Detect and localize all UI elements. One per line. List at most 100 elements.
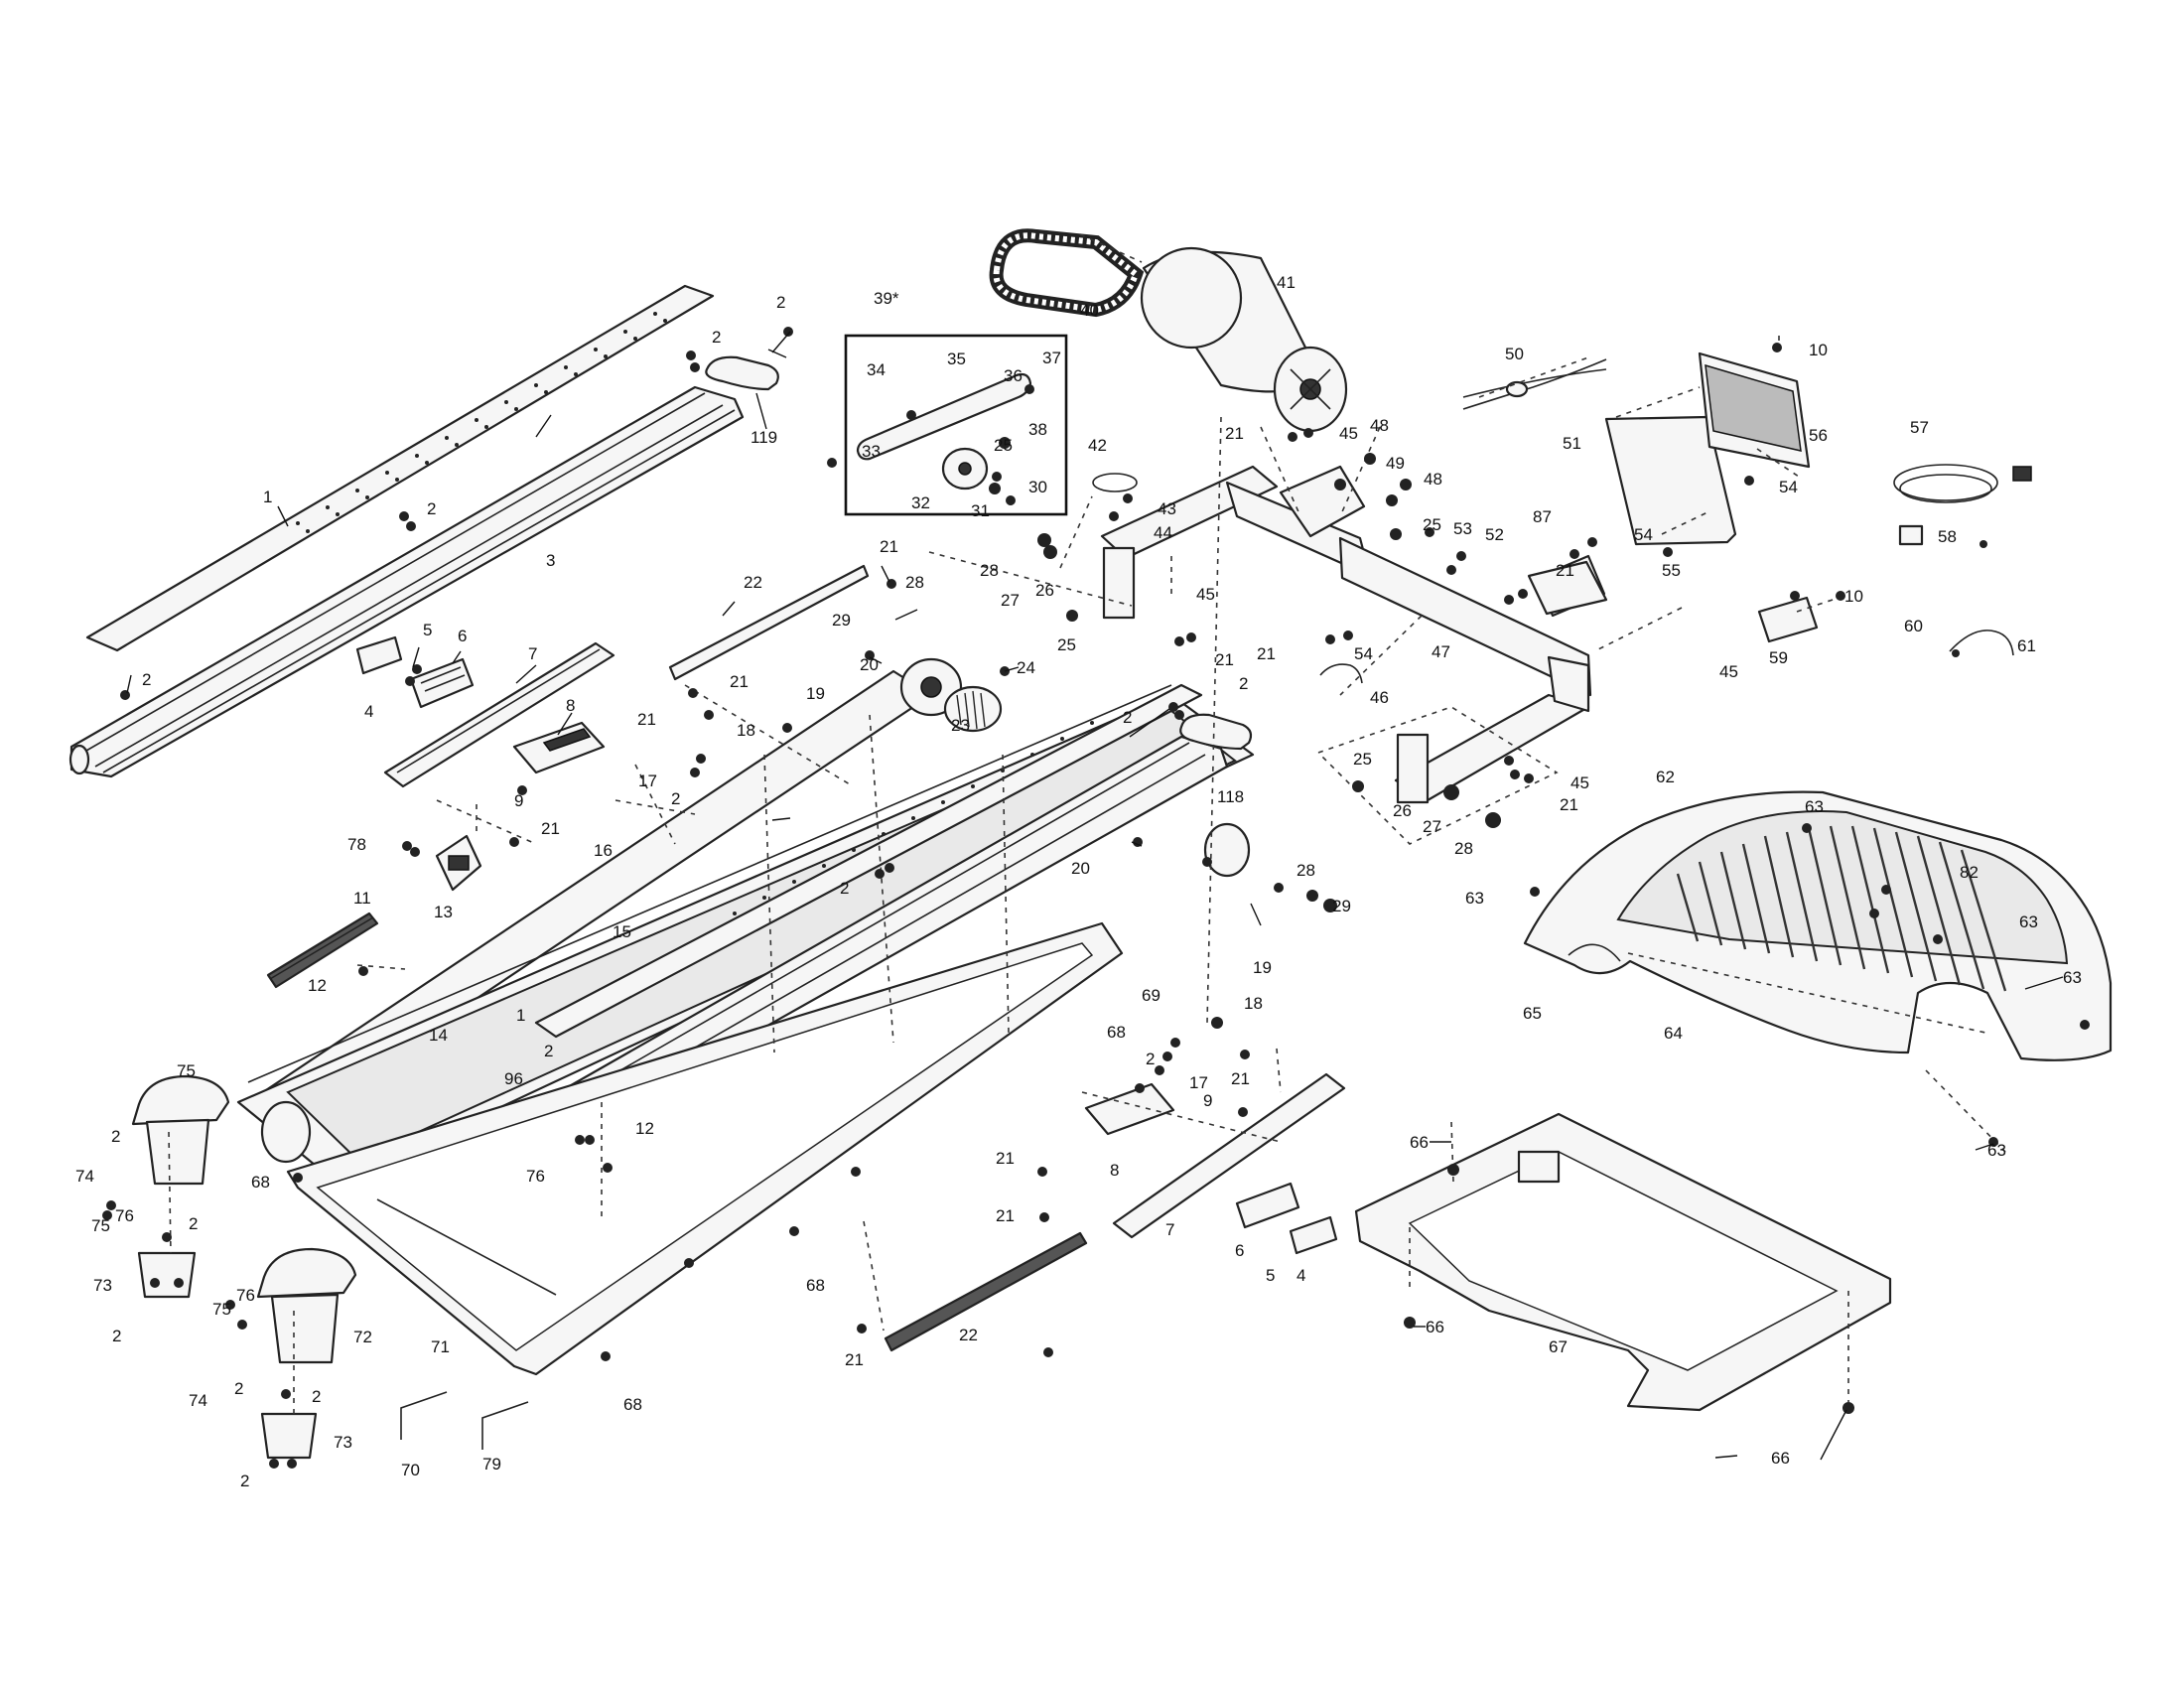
label-plate-upper bbox=[355, 635, 403, 675]
callout-label: 63 bbox=[2063, 968, 2082, 987]
callout-label: 21 bbox=[1257, 644, 1276, 663]
callout-label: 6 bbox=[458, 627, 467, 645]
callout-label: 75 bbox=[91, 1216, 110, 1235]
strip-lower bbox=[884, 1231, 1088, 1352]
strip-upper bbox=[668, 564, 870, 681]
callout-label: 2 bbox=[234, 1379, 243, 1398]
callout-label: 69 bbox=[1142, 986, 1160, 1005]
callout-label: 67 bbox=[1549, 1337, 1568, 1356]
callout-label: 27 bbox=[1001, 591, 1020, 610]
hex-key-79 bbox=[481, 1401, 529, 1450]
callout-label: 21 bbox=[880, 537, 898, 556]
callout-label: 45 bbox=[1570, 773, 1589, 792]
callout-label: 71 bbox=[431, 1337, 450, 1356]
callout-label: 74 bbox=[75, 1167, 94, 1186]
callout-label: 87 bbox=[1533, 507, 1552, 526]
callout-label: 35 bbox=[947, 350, 966, 368]
callout-label: 28 bbox=[980, 561, 999, 580]
side-trim-upper bbox=[383, 641, 615, 788]
callout-label: 63 bbox=[2019, 912, 2038, 931]
callout-label: 54 bbox=[1354, 644, 1373, 663]
foot-pad-upper bbox=[512, 721, 606, 774]
callout-label: 2 bbox=[544, 1042, 553, 1060]
leader-lines bbox=[126, 331, 2064, 1461]
callout-label: 27 bbox=[1423, 817, 1441, 836]
callout-label: 70 bbox=[401, 1461, 420, 1479]
lift-frame bbox=[1100, 465, 1592, 804]
callout-label: 29 bbox=[1332, 897, 1351, 915]
callout-label: 4 bbox=[364, 702, 373, 721]
callout-label: 68 bbox=[1107, 1023, 1126, 1042]
bracket-upper bbox=[409, 657, 475, 709]
ground-wire bbox=[1092, 473, 1138, 492]
callout-label: 59 bbox=[1769, 648, 1788, 667]
foot-pad-lower bbox=[1084, 1082, 1175, 1136]
callout-label: 25 bbox=[1353, 750, 1372, 769]
callout-label: 53 bbox=[1453, 519, 1472, 538]
callout-label: 1 bbox=[263, 488, 272, 506]
callout-label: 28 bbox=[1454, 839, 1473, 858]
callout-label: 2 bbox=[712, 328, 721, 347]
callout-label: 58 bbox=[1938, 527, 1957, 546]
callout-label: 74 bbox=[189, 1391, 207, 1410]
callout-label: 12 bbox=[635, 1119, 654, 1138]
callout-label: 17 bbox=[638, 772, 657, 790]
drive-roller bbox=[246, 657, 1003, 1128]
callout-label: 32 bbox=[911, 493, 930, 512]
callout-label: 75 bbox=[212, 1300, 231, 1319]
grip-strip bbox=[266, 912, 379, 989]
callout-label: 5 bbox=[1266, 1266, 1275, 1285]
base-frame bbox=[286, 921, 1124, 1376]
side-trim-lower bbox=[1112, 1072, 1346, 1239]
callout-label: 31 bbox=[971, 501, 990, 520]
callout-label: 20 bbox=[860, 655, 879, 674]
callout-labels: 1 1 2 2 2 2 2 2 2 2 2 2 2 2 2 2 2 2 3 4 … bbox=[75, 273, 2082, 1490]
hex-key-70 bbox=[400, 1391, 448, 1440]
callout-label: 63 bbox=[1987, 1141, 2006, 1160]
callout-label: 36 bbox=[1004, 366, 1023, 385]
callout-label: 47 bbox=[1432, 642, 1450, 661]
callout-label: 33 bbox=[862, 442, 881, 461]
drive-motor bbox=[1140, 246, 1348, 433]
callout-label: 2 bbox=[1239, 674, 1248, 693]
rail-cover-right bbox=[534, 683, 1203, 1039]
side-rail-left bbox=[68, 385, 745, 778]
callout-label: 63 bbox=[1465, 889, 1484, 908]
callout-label: 18 bbox=[1244, 994, 1263, 1013]
callout-label: 54 bbox=[1634, 525, 1653, 544]
callout-label: 22 bbox=[959, 1326, 978, 1344]
callout-label: 21 bbox=[996, 1206, 1015, 1225]
callout-label: 43 bbox=[1158, 499, 1176, 518]
callout-label: 26 bbox=[1393, 801, 1412, 820]
callout-label: 76 bbox=[115, 1206, 134, 1225]
callout-label: 38 bbox=[1028, 420, 1047, 439]
callout-label: 20 bbox=[1071, 859, 1090, 878]
callout-label: 56 bbox=[1809, 426, 1828, 445]
callout-label: 21 bbox=[637, 710, 656, 729]
callout-label: 66 bbox=[1426, 1318, 1444, 1336]
callout-label: 46 bbox=[1370, 688, 1389, 707]
callout-label: 76 bbox=[236, 1286, 255, 1305]
callout-label: 8 bbox=[1110, 1161, 1119, 1180]
base-tray bbox=[1354, 1112, 1892, 1412]
callout-label: 72 bbox=[353, 1328, 372, 1346]
callout-label: 16 bbox=[594, 841, 613, 860]
callout-label: 64 bbox=[1664, 1024, 1683, 1043]
callout-label: 29 bbox=[832, 611, 851, 630]
callout-label: 2 bbox=[142, 670, 151, 689]
callout-label: 65 bbox=[1523, 1004, 1542, 1023]
callout-label: 2 bbox=[312, 1387, 321, 1406]
callout-label: 41 bbox=[1277, 273, 1296, 292]
callout-label: 82 bbox=[1960, 863, 1979, 882]
callout-label: 25 bbox=[1057, 635, 1076, 654]
drive-belt bbox=[989, 228, 1145, 318]
callout-label: 62 bbox=[1656, 768, 1675, 786]
rear-foot-lower bbox=[256, 1247, 357, 1460]
walking-deck bbox=[236, 684, 1255, 1186]
callout-label: 18 bbox=[737, 721, 755, 740]
callout-label: 28 bbox=[905, 573, 924, 592]
callout-label: 2 bbox=[1123, 708, 1132, 727]
callout-label: 52 bbox=[1485, 525, 1504, 544]
callout-label: 2 bbox=[189, 1214, 198, 1233]
